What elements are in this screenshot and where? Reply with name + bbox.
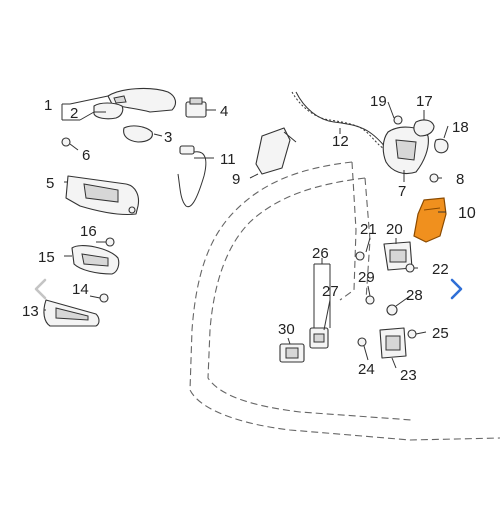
callout-11: 11 [220,151,236,168]
part-hinge-20 [383,241,413,271]
chevron-left-icon[interactable] [34,278,47,300]
part-hinge-23 [379,327,407,359]
part-striker-plate [413,119,435,137]
part-cable-11 [177,145,207,208]
part-cover-bracket [185,97,207,118]
callout-20: 20 [386,221,403,238]
callout-10: 10 [458,205,476,222]
part-bolt-21 [355,251,365,261]
part-hinge-highlighted [413,197,447,243]
callout-3: 3 [164,129,172,146]
part-bolt-24 [357,337,367,347]
callout-7: 7 [398,183,406,200]
part-lock-bracket [255,127,297,175]
callout-2: 2 [70,105,78,122]
callout-4: 4 [220,103,228,120]
part-inner-handle [71,245,120,275]
callout-13: 13 [22,303,39,320]
callout-23: 23 [400,367,417,384]
callout-17: 17 [416,93,433,110]
part-bolt-29 [365,295,375,305]
callout-18: 18 [452,119,469,136]
part-screw-19 [393,115,403,125]
part-cable-12 [291,91,391,153]
next-arrow-button[interactable] [444,276,468,302]
part-screw-6 [61,137,79,151]
callout-9: 9 [232,171,240,188]
part-bolt-25 [407,329,417,339]
part-door-latch [382,126,429,175]
callout-16: 16 [80,223,97,240]
callout-27: 27 [322,283,339,300]
callout-5: 5 [46,175,54,192]
callout-6: 6 [82,147,90,164]
part-trim-bezel [43,299,100,327]
part-cap-18 [434,138,449,154]
callout-29: 29 [358,269,375,286]
callout-28: 28 [406,287,423,304]
part-handle-cap [93,102,124,120]
callout-21: 21 [360,221,377,238]
callout-1: 1 [44,97,52,114]
prev-arrow-button[interactable] [28,276,52,302]
callout-19: 19 [370,93,387,110]
callout-25: 25 [432,325,449,342]
part-block-30 [279,343,305,363]
leader-lines [44,95,449,369]
part-check-strap [309,327,329,349]
part-screw-14 [99,293,109,303]
callout-22: 22 [432,261,449,278]
part-bolt-22 [405,263,415,273]
part-washer-28 [386,304,398,316]
door-outline [189,161,500,441]
callout-12: 12 [332,133,349,150]
part-outer-handle [107,87,177,113]
part-screw-16 [105,237,115,247]
part-handle-carrier [65,175,140,216]
callout-labels: 1 2 3 4 5 6 7 8 9 10 11 12 13 14 15 16 1… [22,93,476,384]
part-screw-8 [429,173,439,183]
chevron-right-icon[interactable] [450,278,463,300]
callout-24: 24 [358,361,375,378]
callout-14: 14 [72,281,89,298]
callout-26: 26 [312,245,329,262]
callout-15: 15 [38,249,55,266]
callout-8: 8 [456,171,464,188]
callout-30: 30 [278,321,295,338]
part-gasket [123,125,153,143]
